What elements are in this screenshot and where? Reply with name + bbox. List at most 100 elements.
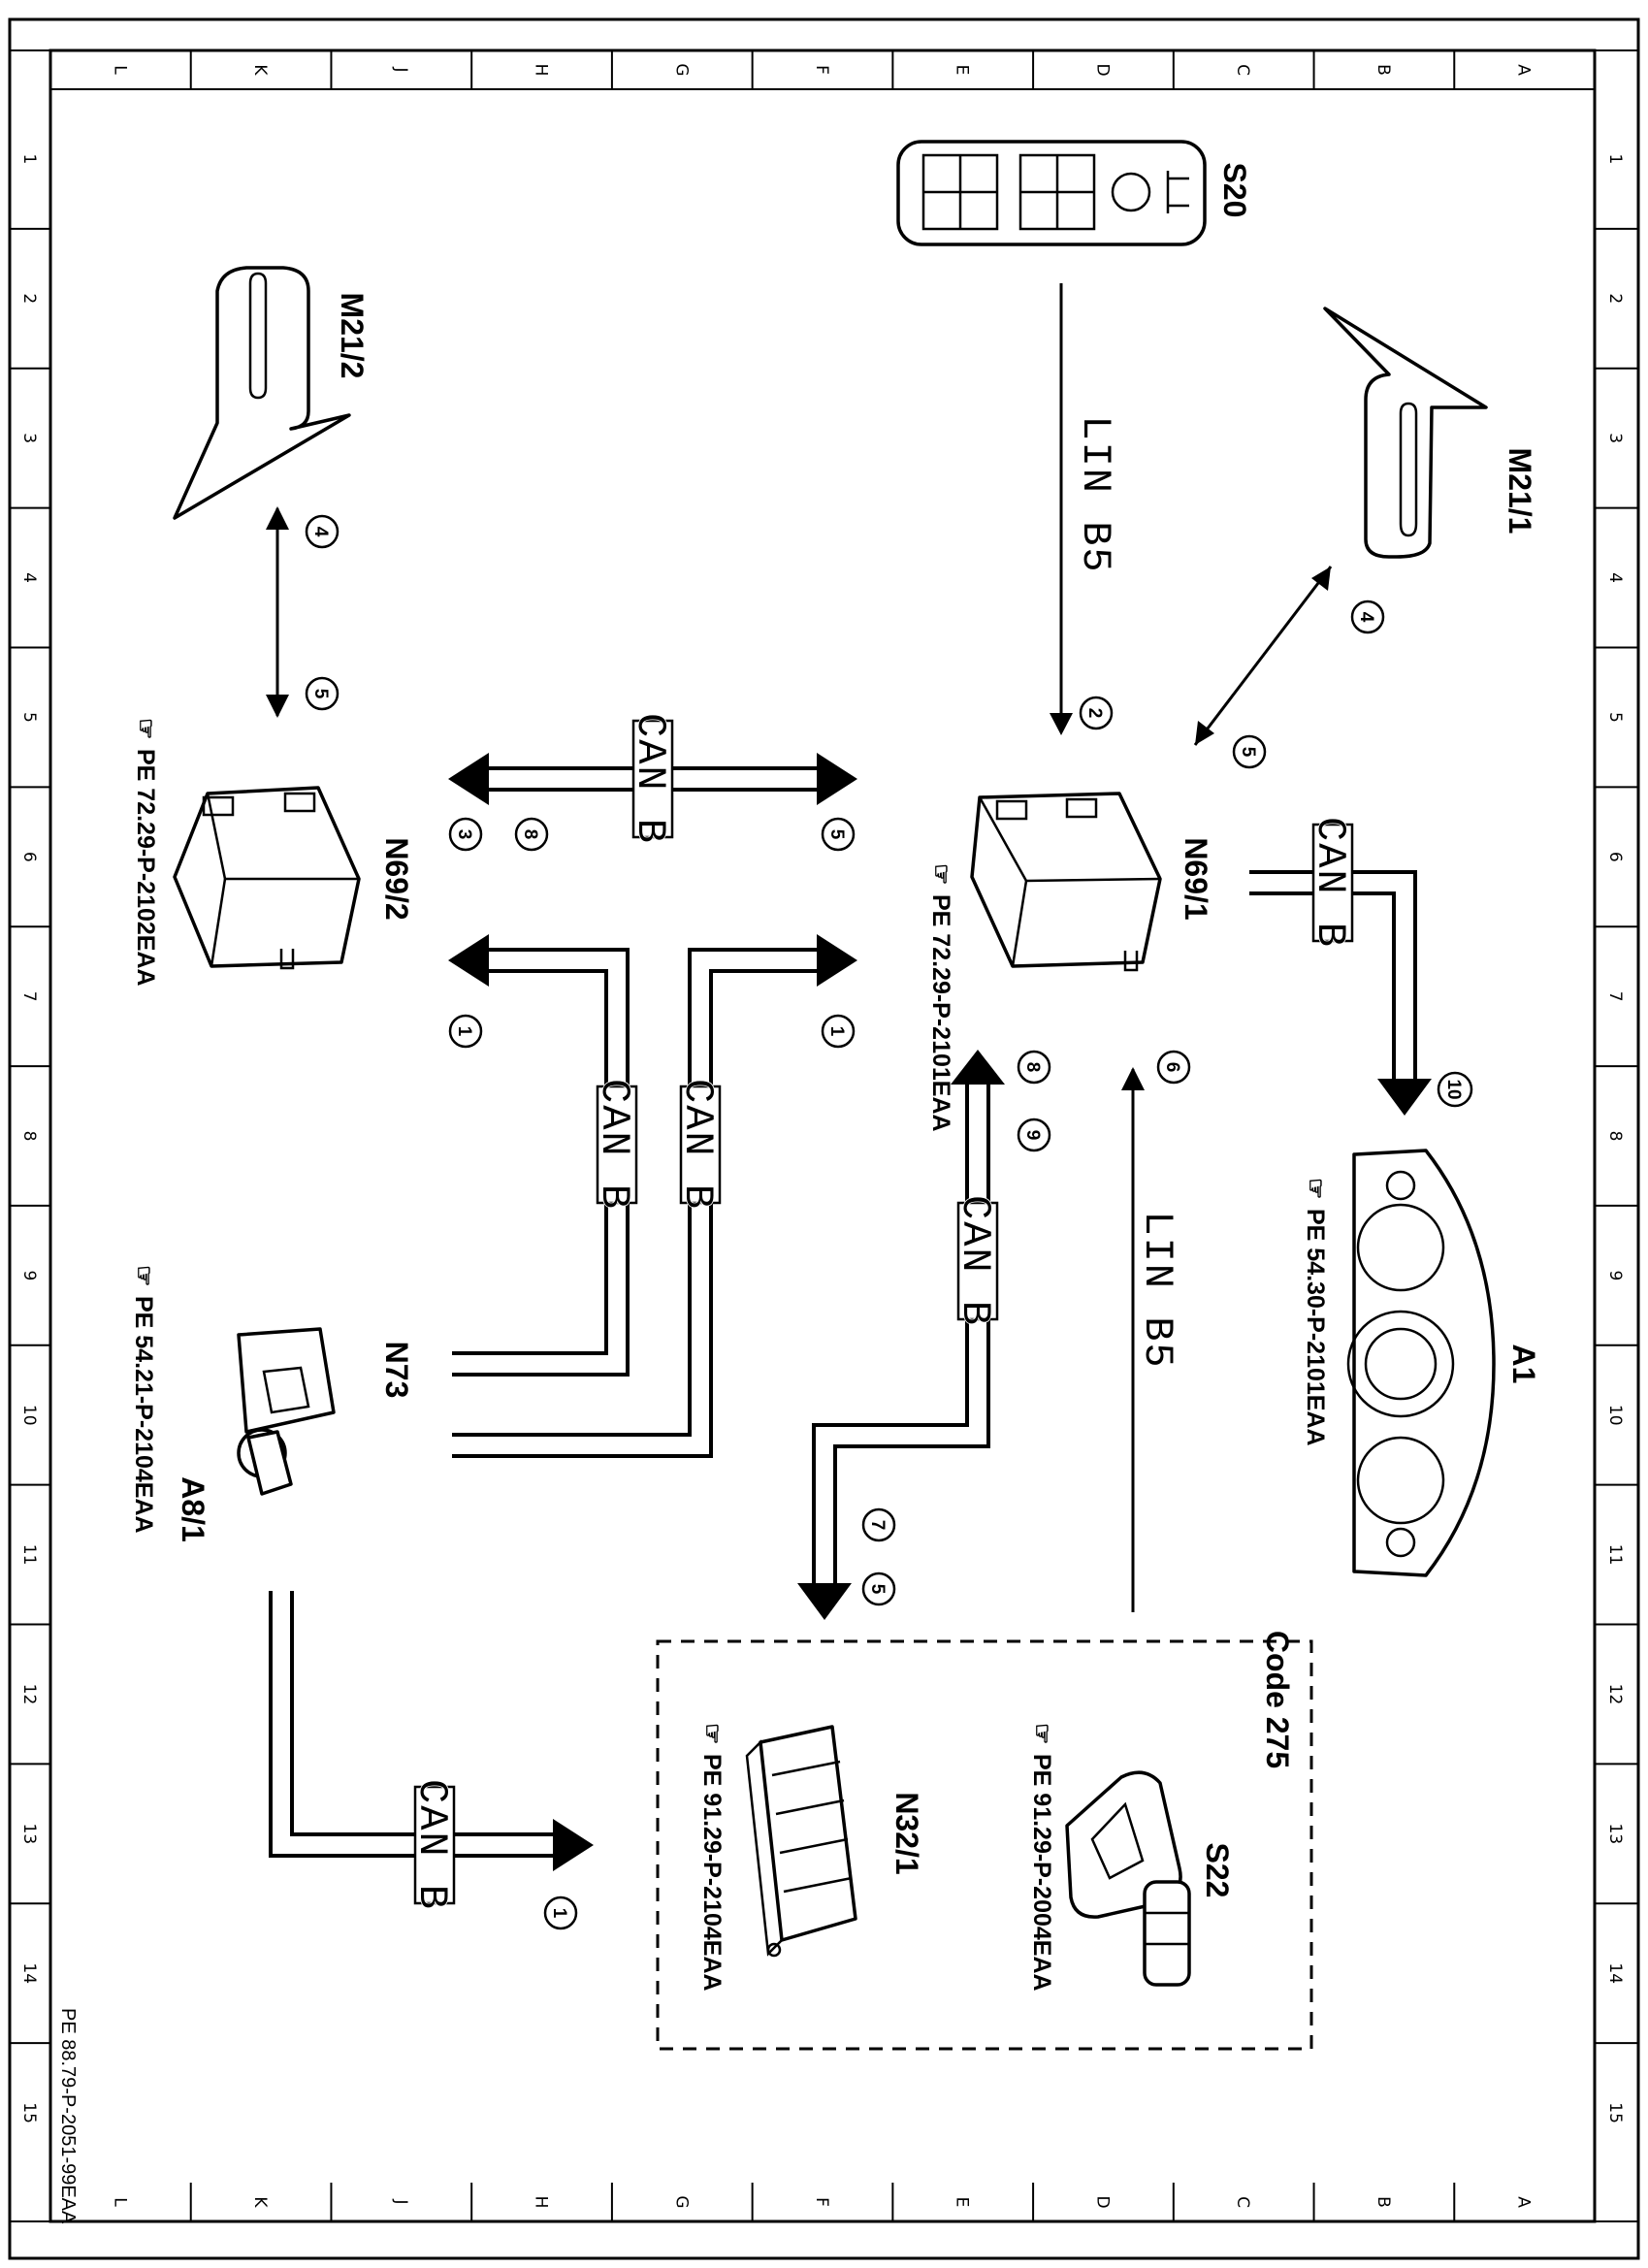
marker-1: 1 bbox=[549, 1908, 569, 1919]
s22-label: S22 bbox=[1200, 1843, 1235, 1898]
grid-row-label: 5 bbox=[1605, 712, 1625, 723]
grid-row-label: 2 bbox=[19, 293, 39, 304]
lin-bus-label: LIN B5 bbox=[1134, 1211, 1180, 1369]
grid-col-label: H bbox=[532, 64, 551, 77]
pointing-hand-icon: ☞ bbox=[698, 1723, 726, 1744]
grid-row-label: 4 bbox=[19, 572, 39, 583]
can-bus-label: CAN B bbox=[408, 1779, 455, 1911]
marker-4: 4 bbox=[310, 527, 331, 537]
can-bus-label: CAN B bbox=[1307, 817, 1353, 949]
m21-1-label: M21/1 bbox=[1503, 448, 1537, 535]
can-label-n69-link: CAN B bbox=[626, 712, 674, 846]
marker-5: 5 bbox=[310, 689, 331, 699]
code-275-box bbox=[656, 1639, 1313, 2051]
grid-col-label: B bbox=[1373, 64, 1393, 76]
grid-row-label: 3 bbox=[19, 433, 39, 443]
grid-row-label: 11 bbox=[1605, 1544, 1625, 1566]
grid-row-label: 3 bbox=[1605, 433, 1625, 443]
grid-col-label: G bbox=[671, 2195, 691, 2208]
connection-lines bbox=[266, 283, 1333, 1612]
grid-col-label: H bbox=[532, 2196, 551, 2209]
grid-col-label: J bbox=[391, 66, 410, 72]
grid-ticks bbox=[10, 50, 1638, 2221]
a1-instrument-cluster-icon bbox=[1346, 1149, 1496, 1577]
grid-col-label: J bbox=[391, 2198, 410, 2204]
marker-8: 8 bbox=[1022, 1062, 1043, 1073]
m21-1-mirror-icon bbox=[1323, 307, 1488, 559]
grid-row-label: 11 bbox=[19, 1544, 39, 1566]
marker-1: 1 bbox=[826, 1026, 847, 1037]
marker-5: 5 bbox=[826, 829, 847, 840]
m21-2-label: M21/2 bbox=[335, 293, 370, 379]
grid-col-label: A bbox=[1514, 64, 1534, 76]
pointing-hand-icon: ☞ bbox=[1028, 1723, 1055, 1744]
can-bus-label: CAN B bbox=[674, 1079, 721, 1211]
grid-col-label: E bbox=[953, 65, 972, 76]
pointing-hand-icon: ☞ bbox=[132, 718, 159, 739]
grid-row-label: 6 bbox=[1605, 852, 1625, 862]
n69-1-ref: PE 72.29-P-2101EAA bbox=[927, 894, 954, 1132]
n32-1-seat-module-icon bbox=[745, 1725, 857, 1958]
n69-2-module-icon bbox=[173, 786, 361, 970]
marker-4: 4 bbox=[1356, 612, 1376, 623]
lin-bus-label: LIN B5 bbox=[1072, 415, 1118, 573]
n73-ignition-switch-icon bbox=[237, 1327, 336, 1496]
marker-6: 6 bbox=[1162, 1062, 1182, 1073]
grid-row-label: 13 bbox=[1605, 1824, 1625, 1845]
n69-2-ref: PE 72.29-P-2102EAA bbox=[132, 749, 159, 987]
grid-col-label: D bbox=[1092, 2195, 1112, 2208]
grid-col-label: L bbox=[110, 2197, 129, 2207]
marker-2: 2 bbox=[1084, 708, 1105, 719]
pointing-hand-icon: ☞ bbox=[1302, 1178, 1329, 1199]
grid-col-label: E bbox=[953, 2197, 972, 2208]
grid-row-label: 8 bbox=[19, 1131, 39, 1142]
grid-col-label: F bbox=[812, 2197, 831, 2207]
can-label-a1-link: CAN B bbox=[1306, 816, 1354, 950]
m21-2-mirror-icon bbox=[173, 266, 351, 520]
grid-row-label: 1 bbox=[1605, 154, 1625, 165]
can-label-n73-n69-1: CAN B bbox=[673, 1078, 722, 1212]
marker-3: 3 bbox=[454, 829, 474, 840]
can-label-n73-n69-2: CAN B bbox=[590, 1078, 638, 1212]
can-bus-lines bbox=[269, 753, 1432, 1871]
grid-row-label: 10 bbox=[1605, 1405, 1625, 1426]
n73-label: N73 bbox=[379, 1342, 414, 1399]
grid-col-label: G bbox=[671, 63, 691, 76]
marker-1: 1 bbox=[454, 1026, 474, 1037]
grid-row-label: 1 bbox=[19, 154, 39, 165]
grid-col-label: A bbox=[1514, 2196, 1534, 2208]
grid-row-label: 14 bbox=[1605, 1962, 1625, 1984]
marker-5: 5 bbox=[1238, 747, 1258, 758]
grid-col-label: C bbox=[1233, 64, 1252, 76]
grid-col-label: C bbox=[1233, 2196, 1252, 2208]
s20-switch-icon bbox=[896, 140, 1207, 246]
grid-row-label: 8 bbox=[1605, 1131, 1625, 1142]
marker-5: 5 bbox=[867, 1584, 888, 1595]
grid-row-label: 5 bbox=[19, 712, 39, 723]
document-number: PE 88.79-P-2051-99EAA bbox=[57, 2008, 79, 2224]
can-bus-label: CAN B bbox=[591, 1079, 637, 1211]
n69-2-label: N69/2 bbox=[379, 837, 414, 920]
grid-row-label: 2 bbox=[1605, 293, 1625, 304]
markers: 2 4 5 4 5 8 3 5 1 1 8 9 6 10 7 5 1 bbox=[305, 514, 1473, 1930]
a8-1-label: A8/1 bbox=[176, 1476, 210, 1542]
s20-label: S20 bbox=[1217, 163, 1252, 218]
n32-1-ref: PE 91.29-P-2104EAA bbox=[698, 1754, 726, 1992]
grid-row-label: 12 bbox=[1605, 1684, 1625, 1705]
grid-row-label: 7 bbox=[1605, 991, 1625, 1002]
grid-row-label: 15 bbox=[19, 2102, 39, 2123]
bus-labels: CAN B CAN B CAN B CAN B CAN B CAN B LIN … bbox=[407, 415, 1354, 1912]
marker-10: 10 bbox=[1443, 1079, 1464, 1099]
grid-col-label: L bbox=[110, 65, 129, 75]
pointing-hand-icon: ☞ bbox=[927, 863, 954, 885]
grid-col-label: D bbox=[1092, 63, 1112, 76]
grid-col-label: K bbox=[250, 2196, 270, 2208]
s22-seat-switch-icon bbox=[1065, 1770, 1191, 1987]
sheet-frame bbox=[8, 17, 1640, 2260]
grid-row-label: 10 bbox=[19, 1405, 39, 1426]
marker-9: 9 bbox=[1022, 1130, 1043, 1141]
can-bus-label: CAN B bbox=[952, 1195, 998, 1327]
pointing-hand-icon: ☞ bbox=[130, 1265, 157, 1286]
